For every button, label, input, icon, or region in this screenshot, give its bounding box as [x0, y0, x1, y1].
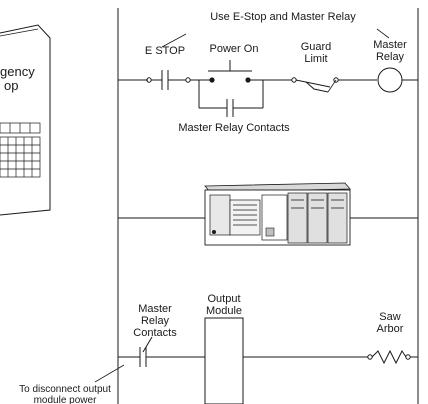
saw-arbor-label-line-2: Arbor: [377, 323, 404, 335]
output-module: Output Module: [204, 293, 244, 404]
master-relay-contacts-label: Master Relay Contacts: [178, 122, 290, 134]
rung-3: Master Relay Contacts Output Module Saw …: [19, 293, 418, 404]
power-on-label: Power On: [210, 43, 259, 55]
rung-2: [118, 182, 418, 246]
keypad-grid: [0, 122, 41, 178]
guard-limit-label-line-1: Guard: [301, 41, 332, 53]
guard-limit-switch: Guard Limit: [291, 41, 339, 93]
master-relay-label-line-1: Master: [373, 39, 407, 51]
master-relay-coil: Master Relay: [373, 39, 407, 93]
diagram-title: Use E-Stop and Master Relay: [210, 11, 356, 23]
master-relay-label-line-2: Relay: [376, 51, 405, 63]
mrc-label-line-2: Relay: [141, 315, 170, 327]
panel-text-line-1: gency: [0, 64, 35, 79]
guard-limit-label-line-2: Limit: [304, 53, 327, 65]
estop-label: E STOP: [145, 45, 185, 57]
saw-arbor-motor: Saw Arbor: [367, 311, 411, 365]
master-relay-seal-in-contact: Master Relay Contacts: [178, 80, 290, 134]
emergency-stop-panel: gency op: [0, 24, 51, 216]
note-line-1: To disconnect output: [19, 384, 111, 395]
mrc-label-line-1: Master: [138, 303, 172, 315]
estop-contact: E STOP: [145, 45, 191, 90]
master-relay-output-contact: Master Relay Contacts: [133, 303, 177, 367]
panel-text-line-2: op: [4, 78, 18, 93]
note-line-2: module power: [34, 395, 97, 404]
plc-rack: [204, 182, 351, 246]
output-module-label-line-2: Module: [206, 305, 242, 317]
power-on-pushbutton: Power On: [208, 43, 258, 83]
rung-1: E STOP Power On Master Relay Contact: [118, 39, 418, 134]
mrc-label-line-3: Contacts: [133, 327, 177, 339]
output-module-label-line-1: Output: [207, 293, 240, 305]
saw-arbor-label-line-1: Saw: [379, 311, 400, 323]
